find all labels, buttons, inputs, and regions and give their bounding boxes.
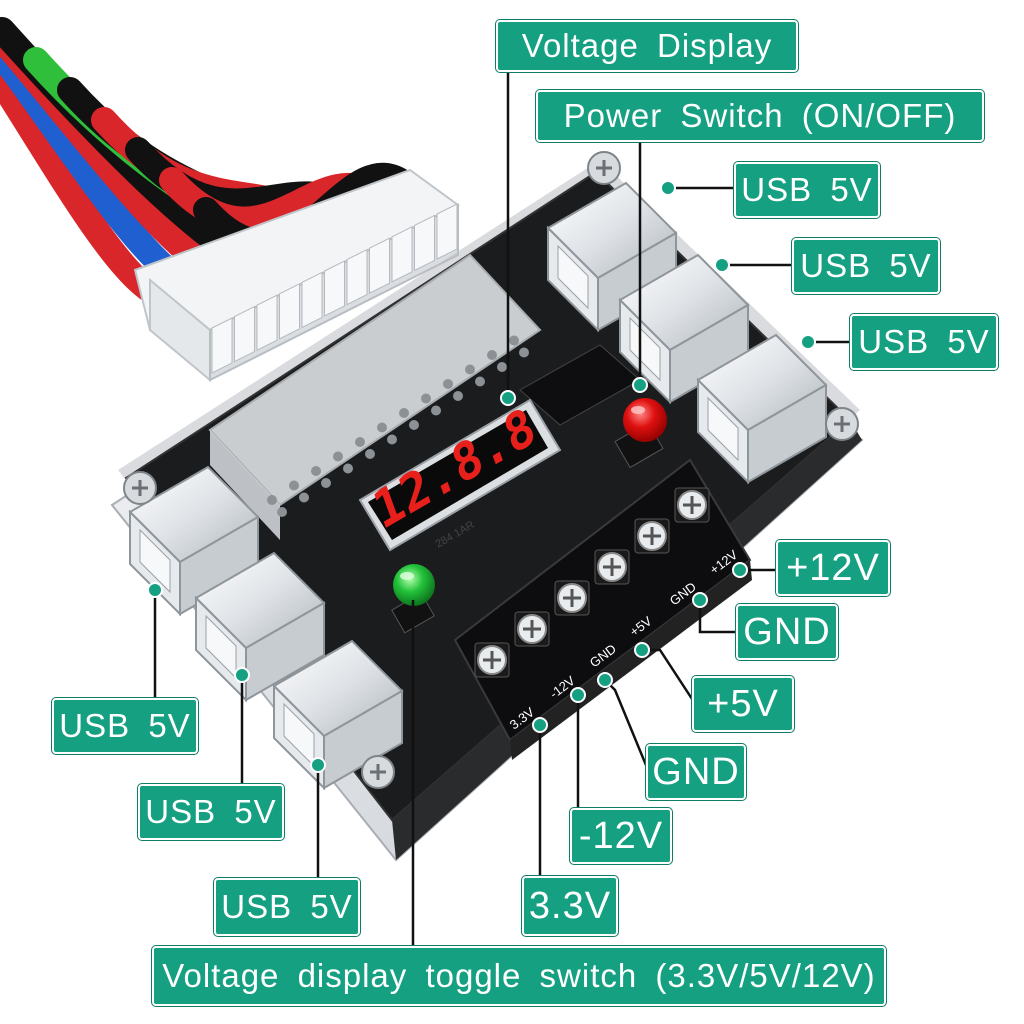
wire: [0, 30, 191, 291]
screw-icon: [825, 407, 859, 441]
socket-pin: [475, 376, 485, 387]
socket-pin: [299, 492, 309, 503]
connector-pin-cell: [301, 271, 323, 329]
label-3v3: 3.3V: [522, 876, 618, 936]
label-power-switch: Power Switch (ON/OFF): [536, 90, 984, 142]
socket-pin: [355, 437, 365, 447]
connector-pin-cell: [391, 225, 413, 283]
usb-port: [618, 253, 750, 405]
connector-pin-cell: [414, 214, 435, 272]
socket-pin: [277, 507, 287, 517]
socket-pin: [267, 495, 277, 505]
corner-screws: [123, 151, 859, 789]
connector-pin-cells: [211, 203, 458, 374]
screw-terminal: [474, 642, 510, 678]
connector-pin-cell: [234, 305, 255, 363]
usb-port: [696, 333, 828, 485]
label-gnd-1: GND: [736, 604, 838, 660]
socket-pin: [431, 405, 441, 416]
socket-pin: [311, 466, 321, 476]
screw-icon: [361, 755, 395, 789]
usb-ports-left: [128, 465, 404, 791]
socket-pin: [377, 422, 387, 433]
socket-pin: [365, 449, 375, 459]
label-gnd-2: GND: [646, 744, 746, 800]
screw-terminal: [634, 518, 670, 554]
socket-pin: [409, 420, 419, 430]
screw-terminal: [554, 580, 590, 616]
socket-pin: [421, 393, 431, 404]
usb-port: [128, 465, 260, 617]
power-switch[interactable]: [614, 398, 667, 469]
screw-icon: [587, 151, 621, 185]
label-usb-left-3: USB 5V: [214, 878, 360, 936]
wire: [0, 55, 163, 303]
connector-pin-cell: [369, 237, 390, 295]
screw-terminal: [674, 487, 710, 523]
label-toggle-switch: Voltage display toggle switch (3.3V/5V/1…: [152, 946, 886, 1006]
socket-pin: [519, 347, 529, 358]
label-minus-12v: -12V: [570, 808, 672, 864]
socket-pin: [465, 364, 475, 375]
leader-dots: [147, 180, 816, 773]
socket-pin: [487, 350, 497, 360]
label-voltage-display: Voltage Display: [496, 20, 798, 72]
atx-24pin-connector: [133, 168, 460, 383]
socket-pin: [399, 408, 409, 418]
socket-pin: [509, 335, 519, 346]
connector-pin-cell: [436, 203, 458, 260]
screw-icon: [123, 471, 157, 505]
usb-port: [546, 181, 678, 333]
label-usb-right-1: USB 5V: [734, 162, 880, 218]
connector-pin-cell: [256, 294, 278, 352]
socket-pin: [387, 434, 397, 445]
usb-ports-right: [546, 181, 828, 485]
board-atx-socket: [208, 253, 542, 540]
label-plus-12v: +12V: [776, 540, 890, 596]
label-usb-right-3: USB 5V: [850, 314, 998, 370]
socket-pin: [333, 451, 343, 462]
screw-terminal: [514, 611, 550, 647]
socket-pin: [343, 463, 353, 474]
socket-pin: [453, 391, 463, 401]
label-usb-left-2: USB 5V: [138, 784, 284, 840]
connector-pin-cell: [279, 282, 300, 340]
connector-pin-cell: [211, 317, 233, 374]
socket-pin: [443, 379, 453, 389]
label-plus-5v: +5V: [692, 676, 794, 732]
connector-pin-cell: [346, 248, 368, 306]
label-usb-left-1: USB 5V: [52, 698, 198, 754]
connector-pin-cell: [324, 260, 345, 317]
screw-terminal: [594, 549, 630, 585]
label-usb-right-2: USB 5V: [792, 238, 940, 294]
socket-pin: [321, 478, 331, 488]
socket-pin: [289, 480, 299, 491]
socket-pin: [497, 362, 507, 372]
